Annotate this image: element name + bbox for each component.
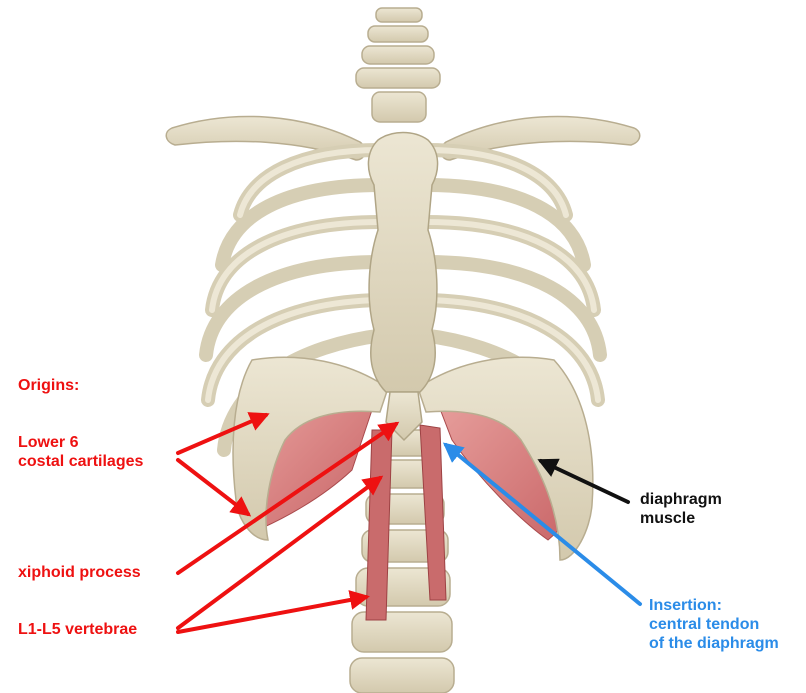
label-diaphragm-line2: muscle [640, 509, 695, 528]
arrow-icon [178, 597, 366, 632]
label-insertion-line3: of the diaphragm [649, 634, 779, 653]
label-xiphoid-process: xiphoid process [18, 563, 141, 582]
label-diaphragm-line1: diaphragm [640, 490, 722, 509]
label-lower-6-line1: Lower 6 [18, 433, 78, 452]
label-vertebrae: L1-L5 vertebrae [18, 620, 137, 639]
label-insertion-line1: Insertion: [649, 596, 722, 615]
label-insertion-line2: central tendon [649, 615, 759, 634]
origins-heading: Origins: [18, 376, 79, 395]
label-lower-6-line2: costal cartilages [18, 452, 143, 471]
